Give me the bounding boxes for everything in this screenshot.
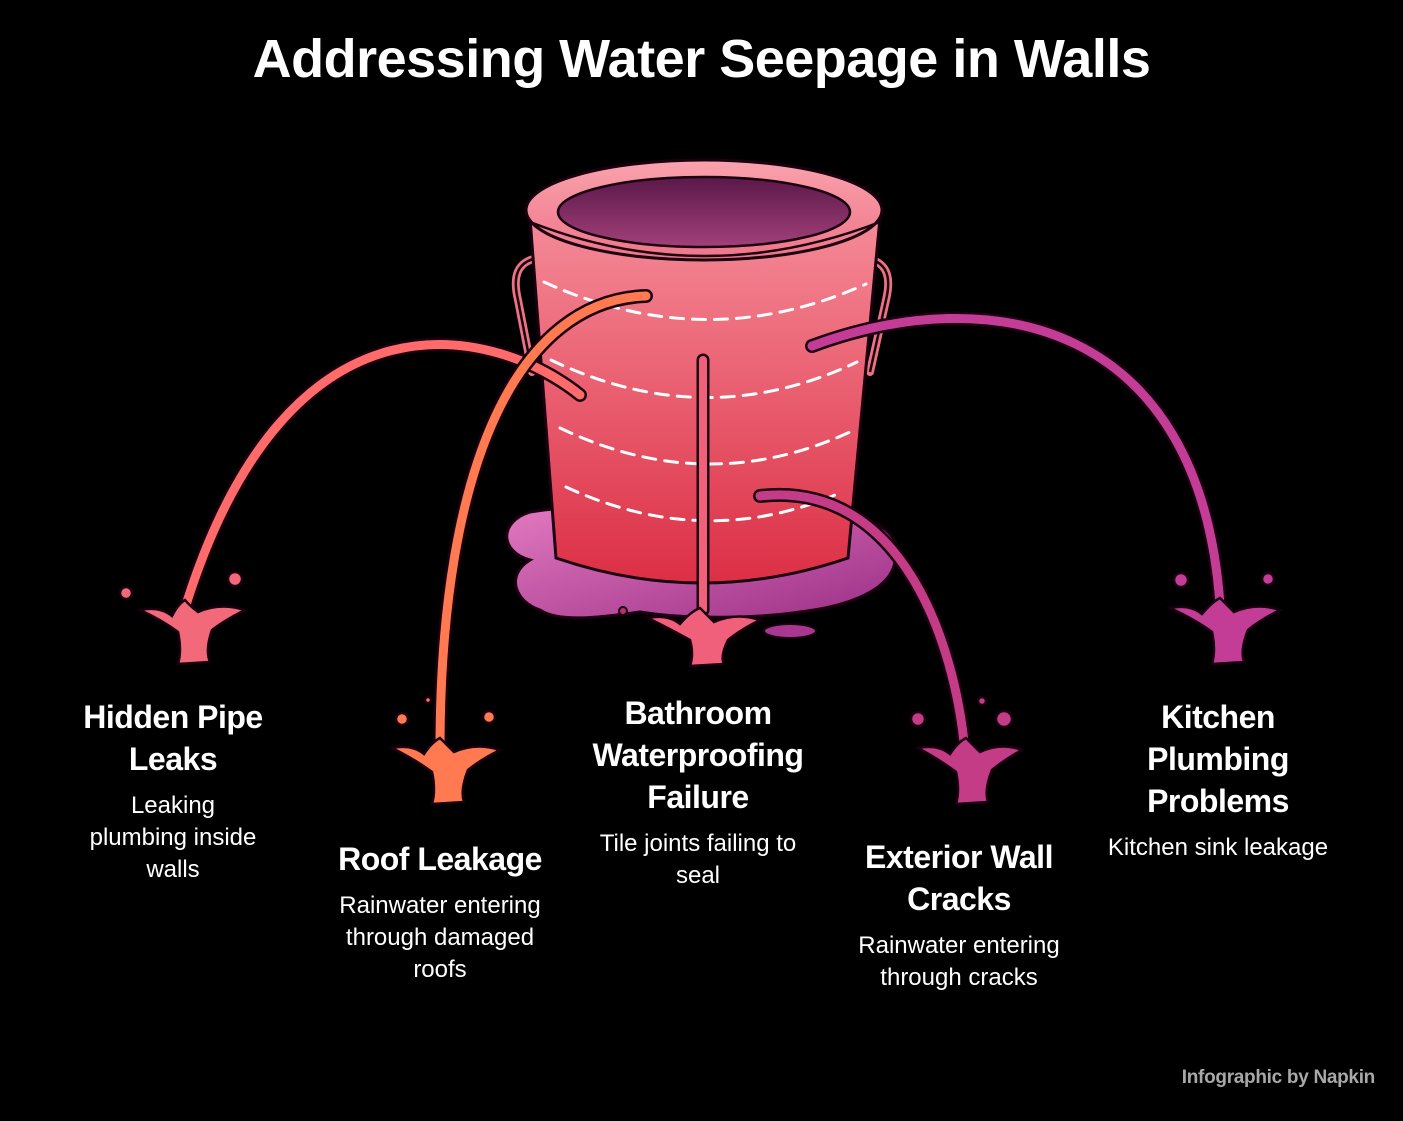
cause-title: Hidden Pipe Leaks bbox=[83, 699, 263, 777]
cause-kitchen-plumbing-problems: Kitchen Plumbing Problems Kitchen sink l… bbox=[1098, 696, 1338, 864]
cause-title: Kitchen Plumbing Problems bbox=[1147, 699, 1289, 819]
cause-description: Rainwater entering through damaged roofs bbox=[339, 892, 541, 983]
cause-description: Tile joints failing to seal bbox=[599, 830, 797, 889]
cause-title: Roof Leakage bbox=[338, 841, 542, 877]
cause-description: Kitchen sink leakage bbox=[1107, 834, 1329, 861]
cause-title: Exterior Wall Cracks bbox=[865, 839, 1053, 917]
cause-exterior-wall-cracks: Exterior Wall Cracks Rainwater entering … bbox=[845, 836, 1073, 994]
cause-title: Bathroom Waterproofing Failure bbox=[592, 695, 804, 815]
cause-description: Rainwater entering through cracks bbox=[858, 932, 1060, 991]
cause-description: Leaking plumbing inside walls bbox=[89, 792, 257, 883]
cause-roof-leakage: Roof Leakage Rainwater entering through … bbox=[330, 838, 550, 986]
splash-icon bbox=[118, 570, 1284, 806]
cause-hidden-pipe-leaks: Hidden Pipe Leaks Leaking plumbing insid… bbox=[58, 696, 288, 886]
cause-bathroom-waterproofing-failure: Bathroom Waterproofing Failure Tile join… bbox=[582, 692, 814, 892]
water-stream-icon bbox=[178, 289, 1227, 759]
page-title: Addressing Water Seepage in Walls bbox=[252, 29, 1151, 89]
credit-text: Infographic by Napkin bbox=[1181, 1067, 1376, 1088]
